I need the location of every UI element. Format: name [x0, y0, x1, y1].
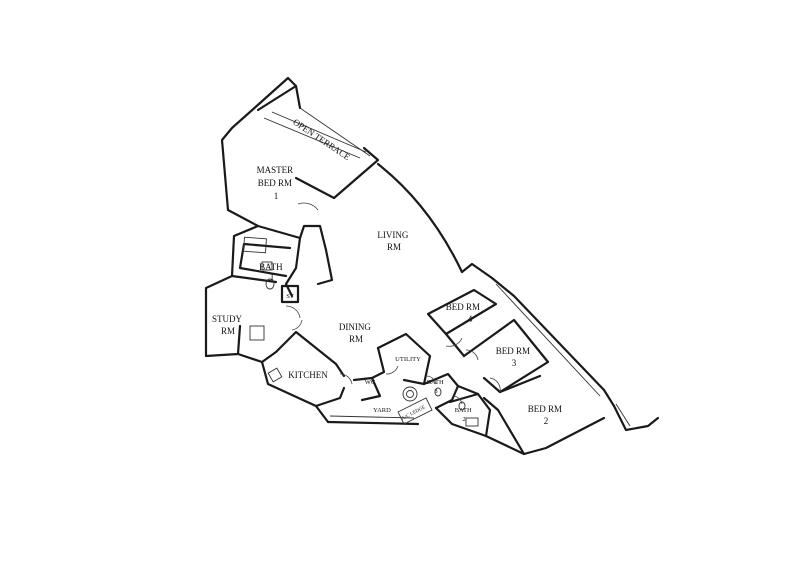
label-yard: YARD: [373, 407, 391, 414]
label-wc: WC: [365, 379, 375, 386]
label-dining: DINING RM: [339, 322, 373, 344]
interior-walls: [238, 202, 550, 438]
doors: [285, 305, 501, 405]
fixtures: [243, 236, 479, 427]
outer-walls: [204, 76, 660, 456]
label-bath2: BATH 2: [455, 407, 474, 423]
label-kitchen: KITCHEN: [288, 370, 328, 380]
label-bath1: BATH 1: [259, 262, 285, 282]
label-st: ST: [286, 293, 294, 300]
label-study: STUDY RM: [212, 314, 244, 336]
label-bed2: BED RM 2: [528, 404, 565, 426]
label-bed4: BED RM 4: [446, 302, 483, 324]
label-open-terrace: OPEN TERRACE: [291, 117, 352, 163]
label-bed3: BED RM 3: [496, 346, 533, 368]
label-utility: UTILITY: [395, 356, 421, 363]
room-labels: OPEN TERRACE MASTER BED RM 1 LIVING RM B…: [212, 117, 565, 426]
label-master-bed: MASTER BED RM 1: [257, 165, 296, 201]
label-living: LIVING RM: [377, 230, 410, 252]
label-bath3: BATH 3: [427, 379, 446, 395]
